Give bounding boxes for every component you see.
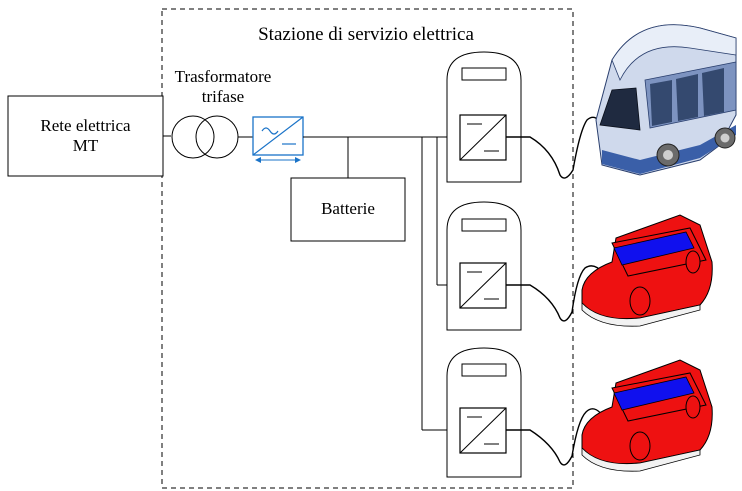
station-boundary bbox=[161, 8, 574, 489]
dc-dc-converter-icon bbox=[459, 114, 507, 161]
car-icon bbox=[581, 359, 713, 472]
ac-dc-converter-icon bbox=[252, 116, 304, 163]
battery-label: Batterie bbox=[321, 199, 375, 218]
transformer-label-line1: Trasformatore bbox=[174, 67, 272, 86]
grid-box bbox=[7, 95, 164, 177]
station-title: Stazione di servizio elettrica bbox=[258, 24, 474, 45]
bus-icon bbox=[595, 24, 737, 176]
battery-box bbox=[290, 177, 406, 242]
charging-cable-2 bbox=[506, 265, 604, 322]
transformer-icon bbox=[171, 115, 239, 159]
dc-dc-converter-icon bbox=[459, 407, 507, 454]
charging-cable-3 bbox=[506, 408, 604, 466]
charger-3 bbox=[446, 347, 522, 478]
charger-1 bbox=[446, 51, 522, 183]
grid-label-line1: Rete elettrica bbox=[40, 116, 131, 135]
dc-dc-converter-icon bbox=[459, 262, 507, 309]
charger-2 bbox=[446, 201, 522, 331]
charging-cable-1 bbox=[506, 116, 605, 179]
transformer-label: Trasformatore trifase bbox=[158, 67, 288, 106]
grid-label-line2: MT bbox=[72, 135, 99, 155]
grid-label: Rete elettrica MT bbox=[8, 116, 163, 155]
transformer-label-line2: trifase bbox=[201, 86, 245, 106]
car-icon bbox=[581, 214, 713, 327]
